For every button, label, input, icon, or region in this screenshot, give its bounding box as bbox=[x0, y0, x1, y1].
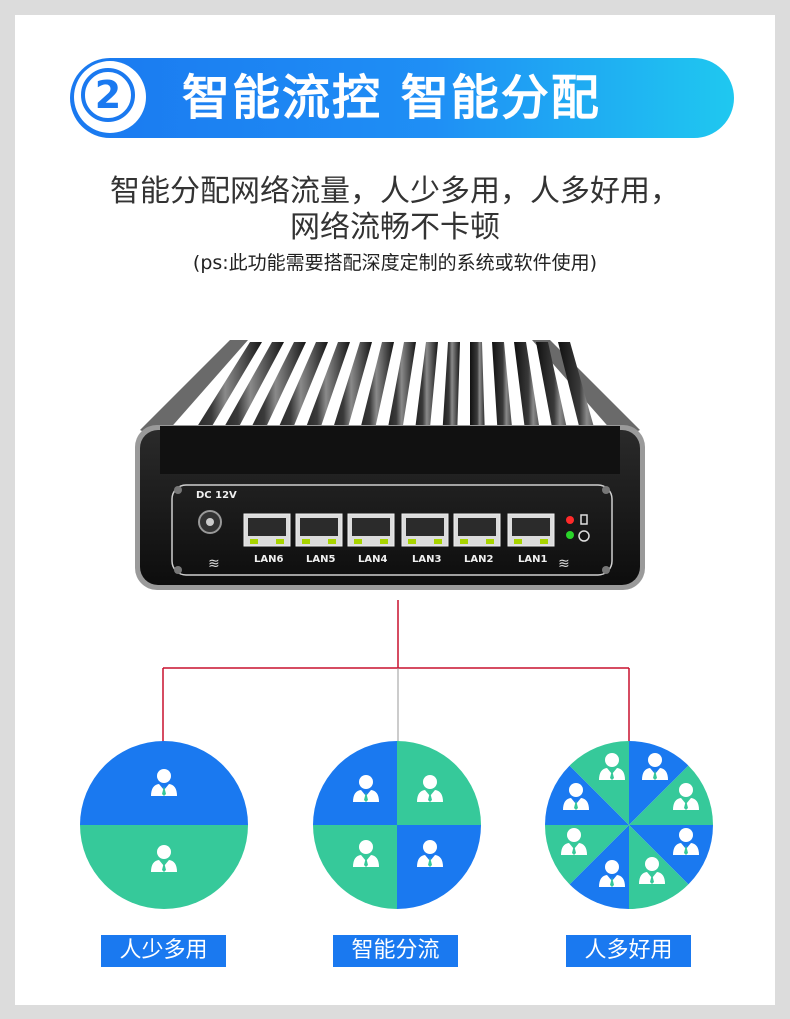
user-icon bbox=[561, 828, 587, 855]
user-icon bbox=[353, 840, 379, 867]
user-icon bbox=[151, 769, 177, 796]
user-icon bbox=[673, 828, 699, 855]
user-icon bbox=[151, 845, 177, 872]
lan-port: LAN2 bbox=[453, 513, 501, 565]
title-banner bbox=[70, 58, 734, 138]
port-label: LAN4 bbox=[358, 554, 387, 565]
user-icon bbox=[642, 753, 668, 780]
wifi-icon-right: ≋ bbox=[558, 556, 570, 572]
port-label: LAN5 bbox=[306, 554, 335, 565]
step-number: 2 bbox=[81, 68, 135, 122]
lan-port: LAN6 bbox=[243, 513, 291, 565]
power-button-icon bbox=[578, 530, 590, 542]
user-icon bbox=[639, 857, 665, 884]
status-led-green bbox=[566, 531, 574, 539]
lan-port: LAN1 bbox=[507, 513, 555, 565]
lan-port: LAN3 bbox=[401, 513, 449, 565]
user-icon bbox=[599, 753, 625, 780]
mode-label-smart-split: 智能分流 bbox=[333, 935, 458, 967]
port-label: LAN1 bbox=[518, 554, 547, 565]
port-label: LAN3 bbox=[412, 554, 441, 565]
dc-power-label: DC 12V bbox=[196, 490, 237, 501]
port-label: LAN6 bbox=[254, 554, 283, 565]
user-icon bbox=[563, 783, 589, 810]
mode-label-many-users: 人多好用 bbox=[566, 935, 691, 967]
user-icon bbox=[417, 775, 443, 802]
port-label: LAN2 bbox=[464, 554, 493, 565]
lan-port: LAN5 bbox=[295, 513, 343, 565]
wifi-icon-left: ≋ bbox=[208, 556, 220, 572]
lan-port: LAN4 bbox=[347, 513, 395, 565]
user-icon bbox=[353, 775, 379, 802]
description-line-1: 智能分配网络流量，人少多用，人多好用， bbox=[110, 174, 680, 209]
user-icon bbox=[417, 840, 443, 867]
user-icon bbox=[673, 783, 699, 810]
lan-ports: LAN6 LAN5 LAN4 LAN3 LAN2 bbox=[243, 513, 555, 565]
four-users-circle bbox=[313, 741, 481, 909]
description-note: (ps:此功能需要搭配深度定制的系统或软件使用) bbox=[192, 252, 598, 274]
storage-icon bbox=[580, 514, 588, 525]
page-title: 智能流控 智能分配 bbox=[182, 70, 601, 126]
user-icon bbox=[599, 860, 625, 887]
mode-label-few-users: 人少多用 bbox=[101, 935, 226, 967]
mini-pc-router-image: DC 12V ≋ ≋ LAN6 LAN5 LAN4 LAN3 bbox=[135, 340, 645, 590]
status-led-red bbox=[566, 516, 574, 524]
description-line-2: 网络流畅不卡顿 bbox=[290, 210, 500, 245]
